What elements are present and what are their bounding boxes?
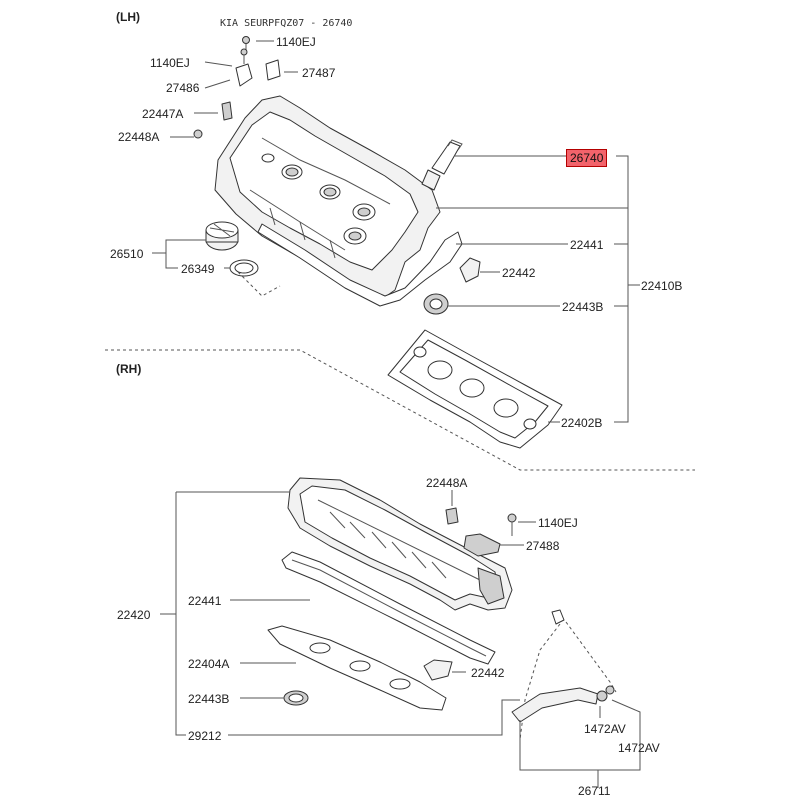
label-22404a: 22404A	[188, 657, 230, 671]
label-22410b: 22410B	[641, 279, 683, 293]
label-22420: 22420	[117, 608, 151, 622]
label-22441-rh: 22441	[188, 594, 222, 608]
rh-top-hardware	[445, 507, 517, 557]
label-1472av-a: 1472AV	[584, 722, 626, 736]
label-26349: 26349	[181, 262, 215, 276]
rh-hose-assembly	[511, 609, 617, 741]
label-1140ej-left: 1140EJ	[150, 56, 190, 70]
catalog-reference: KIA SEURPFQZ07 - 26740	[220, 18, 353, 29]
label-22443b-lh: 22443B	[562, 300, 604, 314]
lh-half-moon-22442	[459, 257, 481, 283]
label-22442-rh: 22442	[471, 666, 505, 680]
lh-top-hardware	[193, 36, 281, 139]
lh-valve-cover	[214, 95, 463, 307]
label-22448a-lh: 22448A	[118, 130, 160, 144]
ignition-coil-26740	[421, 139, 463, 191]
cap-seal-26349	[229, 259, 259, 277]
lh-seal-22443b	[423, 293, 449, 315]
oil-cap-26510	[205, 221, 239, 251]
section-label-rh: (RH)	[116, 362, 142, 376]
label-26740-highlighted[interactable]: 26740	[566, 149, 608, 167]
label-27488: 27488	[526, 539, 560, 553]
rh-half-moon-22442	[423, 659, 453, 681]
section-label-lh: (LH)	[116, 10, 140, 24]
label-22441-lh: 22441	[570, 238, 604, 252]
section-divider	[105, 349, 695, 471]
label-22443b-rh: 22443B	[188, 692, 230, 706]
label-22442-lh: 22442	[502, 266, 536, 280]
lh-leader-lines	[152, 40, 640, 423]
label-22447a: 22447A	[142, 107, 184, 121]
label-26510: 26510	[110, 247, 144, 261]
label-1140ej-rh: 1140EJ	[538, 516, 578, 530]
lh-plug-gasket-22402b	[387, 329, 563, 449]
rh-valve-cover	[287, 477, 513, 611]
label-26711: 26711	[578, 784, 611, 798]
rh-plug-gasket-22404a	[267, 625, 447, 711]
rh-gasket-22441	[281, 551, 496, 665]
rh-seal-22443b	[283, 690, 309, 706]
label-1472av-b: 1472AV	[618, 741, 660, 755]
label-29212: 29212	[188, 729, 222, 743]
rh-leader-lines	[160, 490, 641, 788]
label-22402b: 22402B	[561, 416, 603, 430]
label-22448a-rh: 22448A	[426, 476, 468, 490]
label-1140ej-top: 1140EJ	[276, 35, 316, 49]
label-27486: 27486	[166, 81, 200, 95]
label-27487: 27487	[302, 66, 336, 80]
